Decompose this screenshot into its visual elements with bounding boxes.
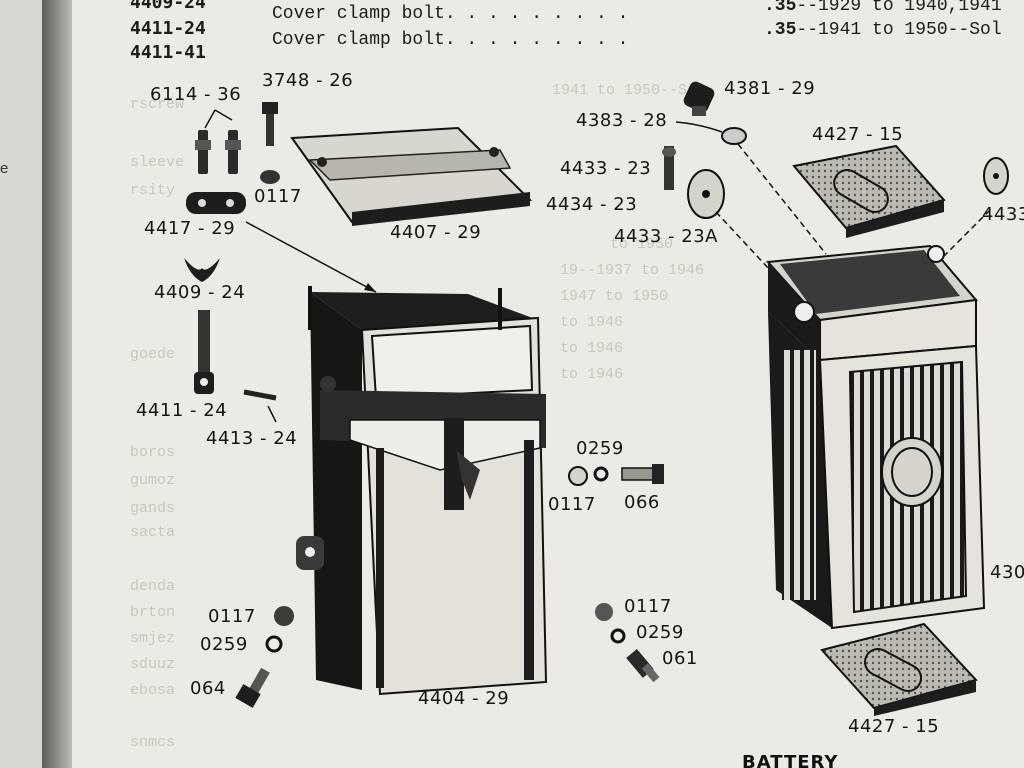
lockwasher-0259: [265, 635, 283, 653]
ghost-line: to 1946: [542, 366, 624, 383]
ghost-line: gumoz: [130, 472, 176, 489]
label-061: 061: [662, 648, 698, 669]
ghost-line: goede: [130, 346, 176, 363]
label-4434-23: 4434 - 23: [546, 194, 638, 215]
label-4433-23: 4433 - 23: [560, 158, 652, 179]
left-page-letter: e: [0, 160, 9, 177]
ghost-line: boros: [130, 444, 176, 461]
header-row-desc: Cover clamp bolt. . . . . . . . .: [272, 4, 629, 24]
cover-4407-29: [290, 126, 533, 226]
bolt-3748-26: [262, 102, 278, 146]
label-4404-29: 4404 - 29: [418, 688, 510, 709]
bolt-4433-23: [662, 146, 676, 190]
nut-0117: [274, 606, 294, 626]
label-0117: 0117: [254, 186, 302, 207]
ghost-line: rscrew: [130, 96, 185, 113]
book-gutter: [42, 0, 72, 768]
pad-4427-15-bottom: [820, 622, 978, 716]
ghost-line: 1941 to 1950--Sol: [552, 82, 706, 99]
ghost-line: to 1946: [542, 340, 624, 357]
label-4427-15: 4427 - 15: [812, 124, 904, 145]
label-4409-24: 4409 - 24: [154, 282, 246, 303]
header-part-number: 4409-24: [130, 0, 206, 13]
label-6114-36: 6114 - 36: [150, 84, 242, 105]
ghost-line: smjez: [130, 630, 176, 647]
nut-0117: [260, 170, 280, 184]
label-066: 066: [624, 492, 660, 513]
label-4433-23A: 4433 - 23A: [614, 226, 718, 247]
ghost-line: brton: [130, 604, 176, 621]
lockwasher-0259: [610, 628, 626, 644]
ghost-line: sduuz: [130, 656, 176, 673]
label-4411-24: 4411 - 24: [136, 400, 228, 421]
header-row-years: --1929 to 1940,1941: [796, 0, 1002, 16]
pin-4413-24: [243, 389, 277, 401]
ghost-line: to 1946: [542, 314, 624, 331]
ghost-line: sacta: [130, 524, 176, 541]
section-heading-battery: BATTERY: [742, 752, 839, 768]
label-4427-15-bottom: 4427 - 15: [848, 716, 940, 737]
label-4433-partial: 4433: [982, 204, 1024, 225]
clamp-4417-29: [186, 192, 246, 214]
bolt-064: [235, 667, 270, 708]
header-part-number: 4411-24: [130, 18, 206, 39]
label-430-partial: 430: [990, 562, 1024, 583]
header-part-number: 4411-41: [130, 42, 206, 63]
header-row-price-years: .35--1929 to 1940,1941: [764, 0, 1002, 16]
header-row-years: --1941 to 1950--Sol: [796, 20, 1002, 40]
ghost-line: ebosa: [130, 682, 176, 699]
label-4413-24: 4413 - 24: [206, 428, 298, 449]
bolt-066: [621, 464, 664, 484]
ghost-line: snmcs: [130, 734, 176, 751]
label-4417-29: 4417 - 29: [144, 218, 236, 239]
label-4407-29: 4407 - 29: [390, 222, 482, 243]
label-0259: 0259: [576, 438, 624, 459]
label-4383-28: 4383 - 28: [576, 110, 668, 131]
pad-4427-15: [792, 144, 946, 238]
wingnut-4409-24: [184, 258, 220, 282]
bolt-061: [626, 648, 660, 683]
washer-4383-28: [721, 127, 747, 145]
stud-6114-36: [195, 130, 241, 174]
battery-unit: [765, 244, 986, 630]
ghost-line: 1947 to 1950: [542, 288, 669, 305]
ghost-line: to 1950: [592, 236, 674, 253]
label-064: 064: [190, 678, 226, 699]
ghost-line: 19--1937 to 1946: [542, 262, 705, 279]
label-3748-26: 3748 - 26: [262, 70, 354, 91]
label-0117: 0117: [548, 494, 596, 515]
label-0117: 0117: [208, 606, 256, 627]
header-row-price-years: .35--1941 to 1950--Sol: [764, 20, 1002, 40]
ghost-line: rsity: [130, 182, 176, 199]
header-row-price: .35: [764, 0, 797, 16]
ghost-line: sleeve: [130, 154, 185, 171]
lockwasher-0259: [593, 466, 609, 482]
battery-box-4404-29: [296, 286, 548, 696]
label-0117: 0117: [624, 596, 672, 617]
label-4381-29: 4381 - 29: [724, 78, 816, 99]
terminal-4381-29: [683, 81, 715, 116]
nut-0117: [568, 466, 588, 486]
bolt-4411-24: [194, 310, 214, 394]
header-row-desc: Cover clamp bolt. . . . . . . . .: [272, 30, 629, 50]
ghost-line: denda: [130, 578, 176, 595]
header-row-price: .35: [764, 20, 797, 40]
label-0259: 0259: [200, 634, 248, 655]
nut-0117: [595, 603, 613, 621]
label-0259: 0259: [636, 622, 684, 643]
ghost-line: gands: [130, 500, 176, 517]
